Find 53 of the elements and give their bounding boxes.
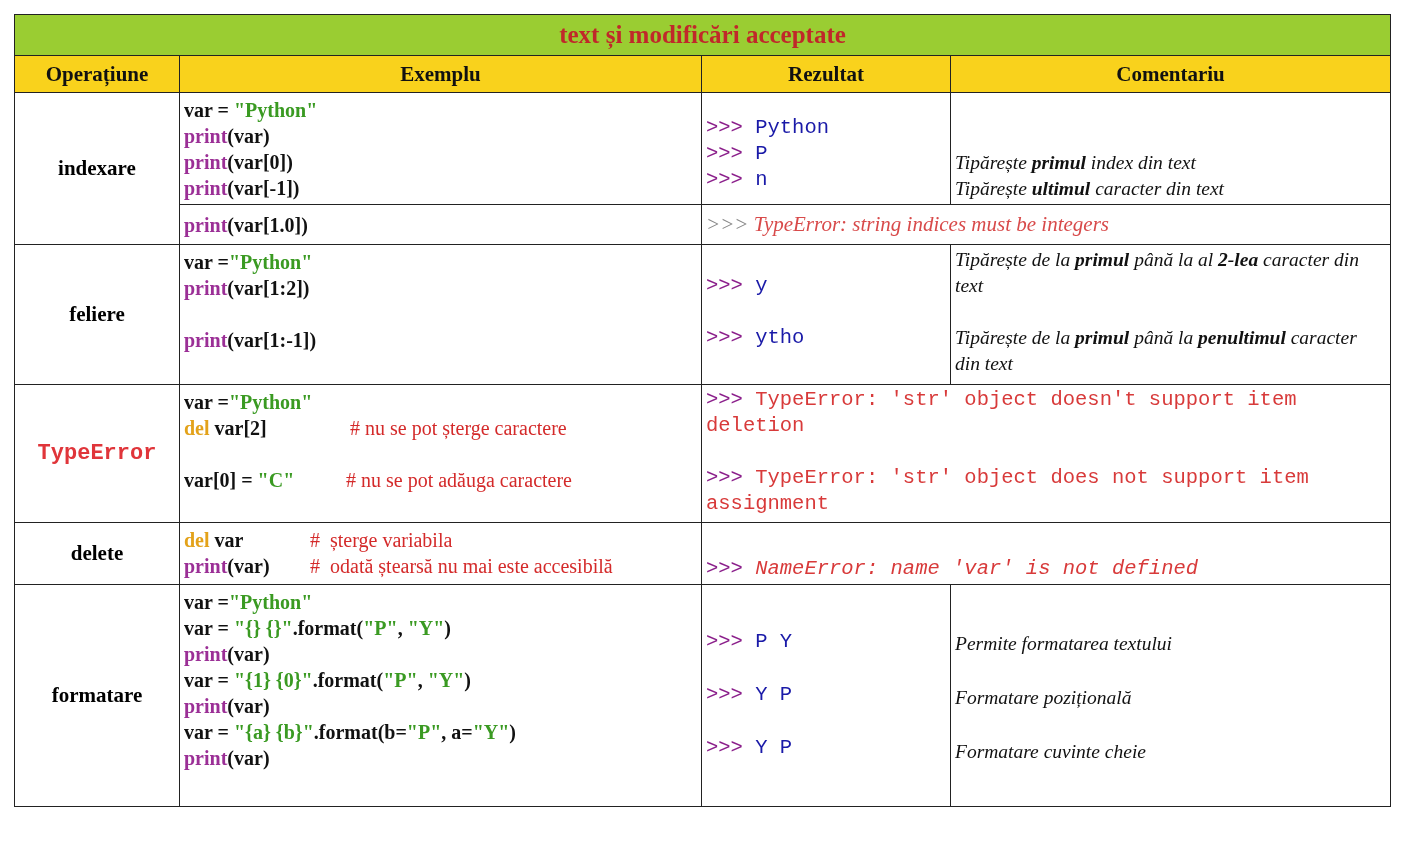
error-output: >>> TypeError: 'str' object does not support item assignment: [706, 465, 1310, 517]
code-line: var ="Python": [184, 391, 313, 413]
code-line: var = "Python": [184, 99, 318, 121]
code-line: print(var[1:-1]): [184, 329, 317, 351]
code-line: print(var[0]): [184, 151, 293, 173]
console-output: >>> Y P: [706, 735, 794, 761]
table-title: text și modificări acceptate: [14, 14, 1391, 56]
code-line: var = "{a} {b}".format(b="P", a="Y"): [184, 721, 516, 743]
column-header: Rezultat: [701, 55, 951, 93]
error-output: >>> TypeError: string indices must be integers: [706, 212, 1110, 237]
code-line: print(var): [184, 747, 270, 769]
error-output: >>> NameError: name 'var' is not defined: [706, 556, 1200, 582]
comment-text: Tipărește de la primul până la al 2-lea caracter din text: [955, 248, 1360, 298]
console-output: >>> Python: [706, 115, 831, 141]
code-line: print(var): [184, 125, 270, 147]
code-comment: # nu se pot adăuga caractere: [346, 468, 572, 493]
comment-text: Formatare pozițională: [955, 686, 1133, 710]
row-header: TypeError: [14, 384, 180, 523]
code-line: del var[2]: [184, 417, 267, 439]
row-header: feliere: [14, 244, 180, 385]
code-line: print(var): [184, 695, 270, 717]
code-line: var[0] = "C": [184, 469, 295, 491]
code-line: print(var): [184, 555, 270, 577]
code-comment: # nu se pot șterge caractere: [350, 416, 567, 441]
code-line: print(var[-1]): [184, 177, 300, 199]
code-line: var ="Python": [184, 591, 313, 613]
console-output: >>> n: [706, 167, 769, 193]
column-header: Comentariu: [950, 55, 1391, 93]
row-header: delete: [14, 522, 180, 585]
row-header: formatare: [14, 584, 180, 807]
column-header: Operațiune: [14, 55, 180, 93]
code-line: print(var[1.0]): [184, 213, 308, 236]
comment-text: Formatare cuvinte cheie: [955, 740, 1147, 764]
code-comment: # șterge variabila: [310, 528, 453, 553]
code-line: var = "{} {}".format("P", "Y"): [184, 617, 451, 639]
console-output: >>> P Y: [706, 629, 794, 655]
comment-text: Permite formatarea textului: [955, 632, 1173, 656]
console-output: >>> ytho: [706, 325, 806, 351]
console-output: >>> P: [706, 141, 769, 167]
comment-text: Tipărește ultimul caracter din text: [955, 177, 1226, 201]
error-output: >>> TypeError: 'str' object doesn't support item deletion: [706, 387, 1298, 439]
code-comment: # odată ștearsă nu mai este accesibilă: [310, 554, 613, 579]
console-output: >>> Y P: [706, 682, 794, 708]
comment-text: Tipărește de la primul până la penultimul caracter din text: [955, 326, 1358, 376]
code-line: var ="Python": [184, 251, 313, 273]
column-header: Exemplu: [179, 55, 702, 93]
comment-text: Tipărește primul index din text: [955, 151, 1198, 175]
code-line: print(var[1:2]): [184, 277, 310, 299]
code-line: var = "{1} {0}".format("P", "Y"): [184, 669, 471, 691]
code-line: print(var): [184, 643, 270, 665]
code-line: del var: [184, 529, 244, 551]
row-header: indexare: [14, 92, 180, 245]
console-output: >>> y: [706, 273, 769, 299]
